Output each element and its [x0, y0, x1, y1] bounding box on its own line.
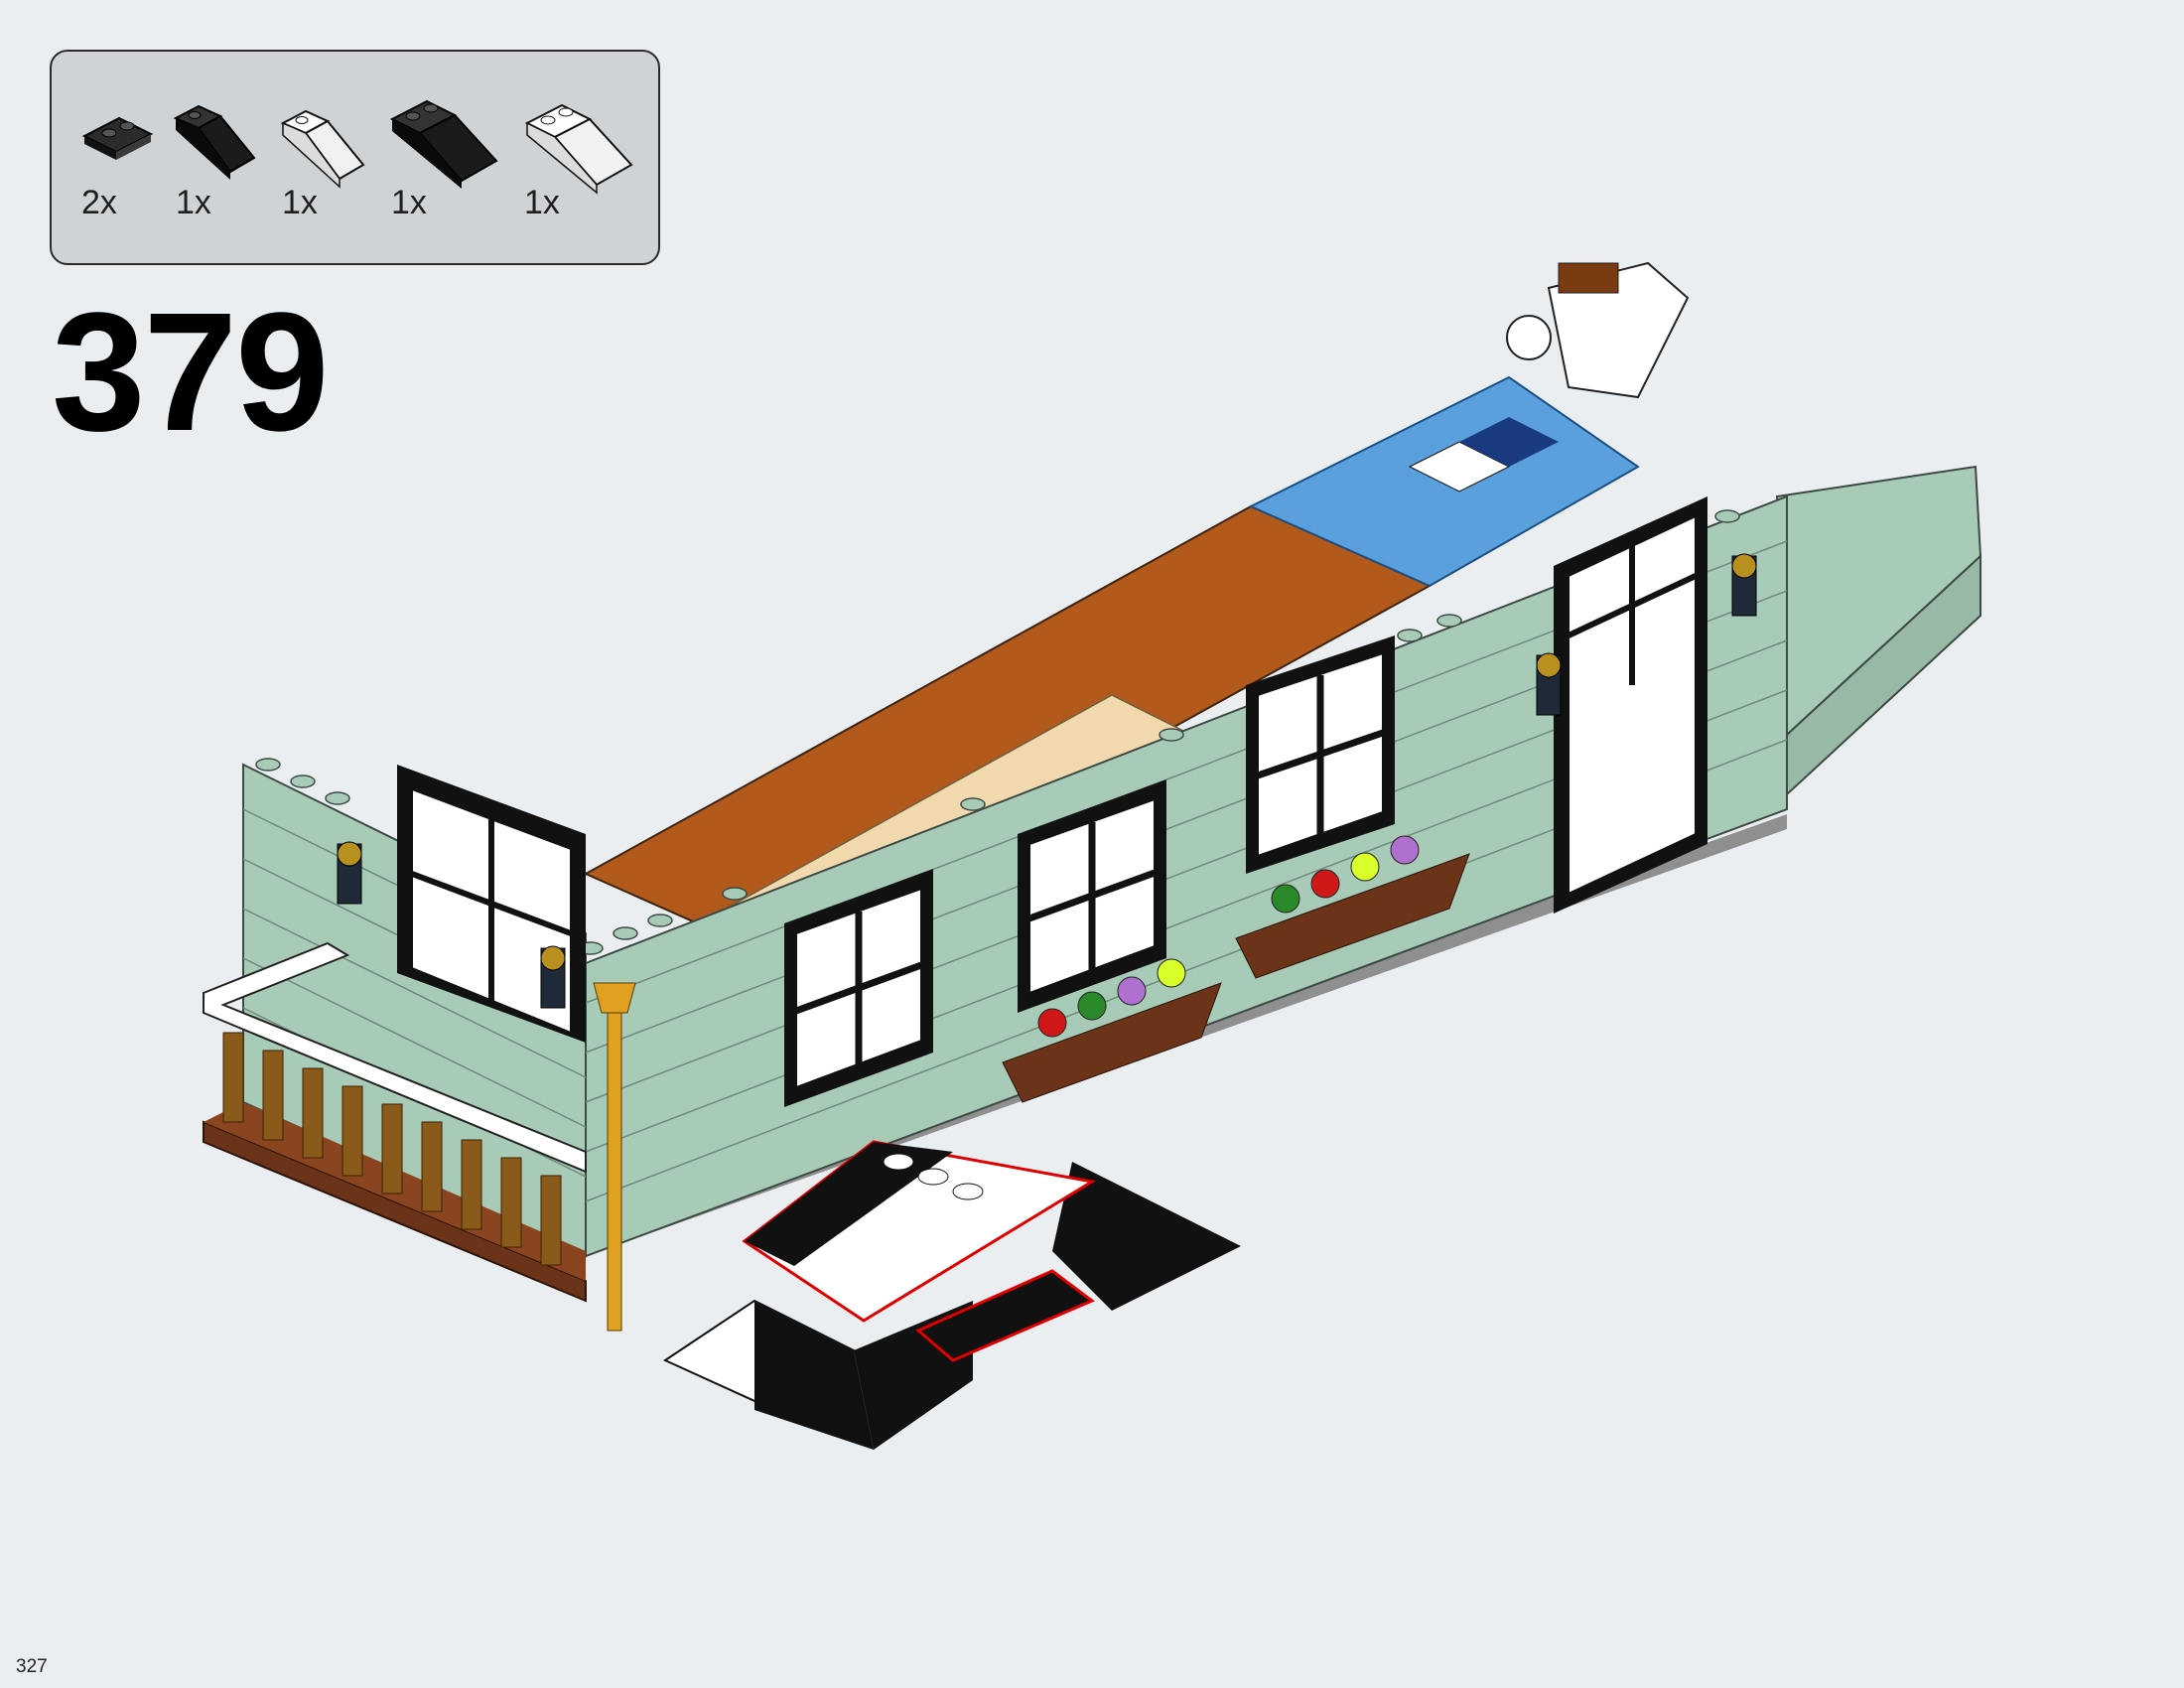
black-slope-2x1-icon	[173, 104, 256, 180]
left-door	[397, 765, 586, 1043]
white-slope-2x1-icon	[280, 109, 365, 189]
flower-box-1	[1002, 958, 1222, 1103]
part-quantity-2: 1x	[176, 184, 211, 221]
white-slope-2x2-icon	[524, 103, 633, 195]
step-number: 379	[52, 278, 330, 467]
black-plate-1x2-icon	[81, 116, 154, 160]
right-door	[1554, 496, 1707, 914]
back-terrace	[1547, 261, 1690, 399]
part-quantity-5: 1x	[524, 184, 560, 221]
black-slope-2x2-icon	[389, 99, 498, 189]
part-quantity-4: 1x	[391, 184, 427, 221]
page-number: 327	[16, 1656, 48, 1677]
street-lamp	[593, 982, 636, 1332]
wall-lanterns	[337, 553, 1757, 1009]
window-3	[1246, 635, 1395, 874]
terrace-lamp	[1506, 315, 1552, 360]
window-2	[1018, 779, 1166, 1013]
flower-box-2	[1235, 835, 1470, 979]
new-awning-assembly	[662, 1140, 1241, 1450]
part-quantity-3: 1x	[282, 184, 318, 221]
balcony	[203, 941, 587, 1303]
window-1	[784, 869, 933, 1107]
part-quantity-1: 2x	[81, 184, 117, 221]
parts-callout: 2x 1x 1x 1x 1x	[50, 50, 660, 265]
